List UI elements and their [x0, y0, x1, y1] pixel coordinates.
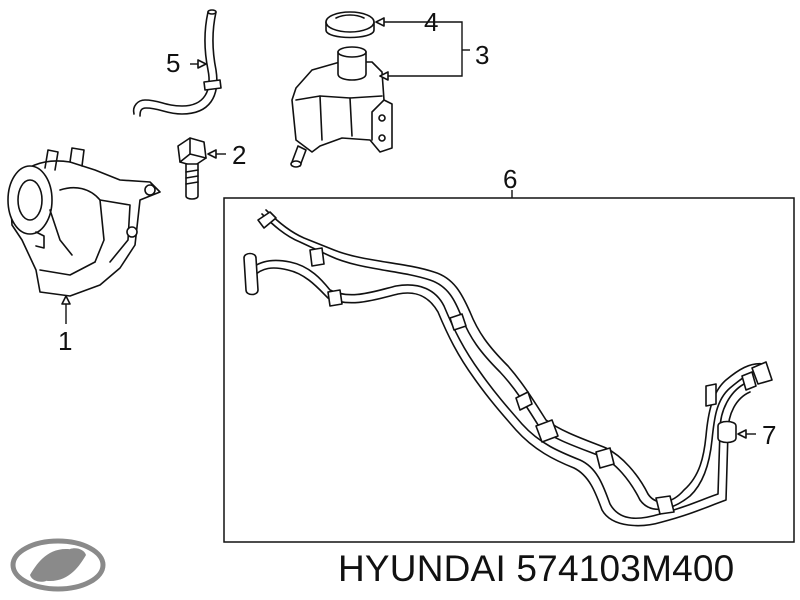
leader-5-arrow [197, 59, 207, 69]
leader-3-4 [382, 21, 463, 77]
power-steering-pump [7, 147, 161, 297]
callout-4: 4 [424, 7, 438, 37]
callout-7: 7 [762, 420, 776, 450]
leader-7-arrow [737, 429, 747, 439]
callout-1: 1 [58, 326, 72, 356]
leader-3-arrow [379, 71, 389, 81]
hyundai-logo-icon [10, 538, 106, 592]
reservoir [290, 46, 393, 168]
brand-name: HYUNDAI [338, 548, 506, 589]
assembly-frame [223, 197, 795, 543]
leader-1-arrow [61, 295, 71, 305]
part-number: 574103M400 [516, 548, 735, 589]
callout-5: 5 [166, 48, 180, 78]
bolt [177, 137, 207, 200]
callout-2: 2 [232, 140, 246, 170]
reservoir-cap [325, 11, 375, 39]
callout-3: 3 [475, 40, 489, 70]
part-caption: HYUNDAI 574103M400 [338, 548, 798, 592]
pressure-hose-assembly [243, 209, 773, 527]
callout-6: 6 [503, 164, 517, 194]
suction-hose [132, 9, 222, 117]
leader-4-arrow [375, 17, 385, 27]
leader-2-arrow [207, 149, 217, 159]
